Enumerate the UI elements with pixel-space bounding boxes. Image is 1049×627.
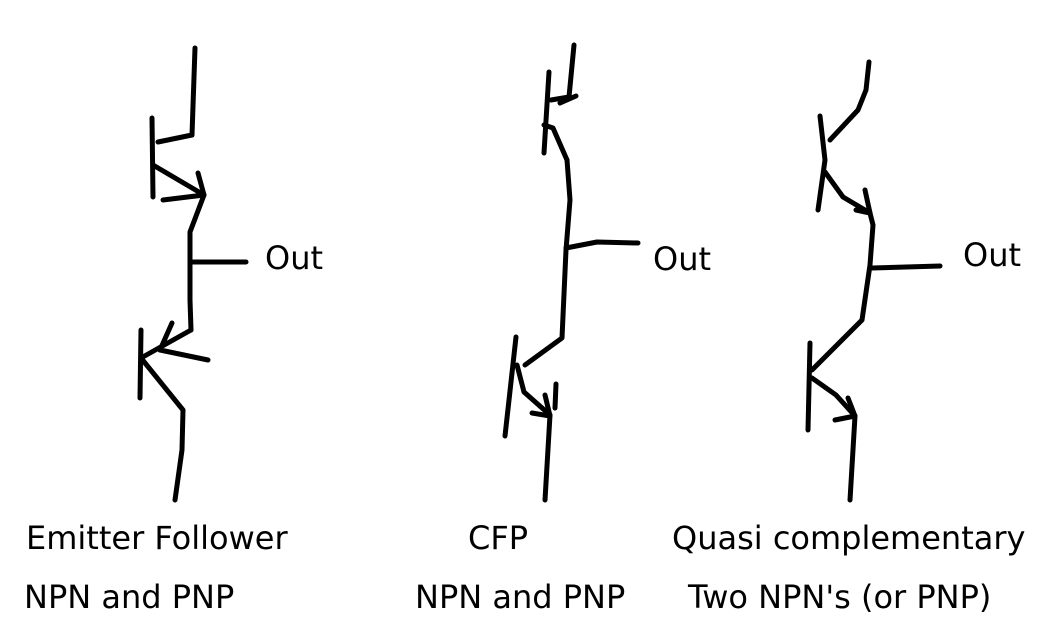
- pnp-transistor-bottom: [137, 320, 211, 503]
- out-label-quasi-complementary: Out: [963, 236, 1022, 274]
- caption-title-quasi-complementary: Quasi complementary: [672, 519, 1026, 557]
- pnp-transistor-bottom: [502, 334, 559, 503]
- output-wire: [563, 239, 641, 251]
- out-label-cfp: Out: [653, 240, 712, 278]
- mid-wire: [187, 192, 207, 333]
- npn-transistor-bottom: [805, 340, 858, 503]
- output-wire: [869, 263, 943, 271]
- caption-subtitle-emitter-follower: NPN and PNP: [24, 578, 235, 616]
- npn-transistor-top: [149, 45, 207, 203]
- npn-transistor-top: [541, 42, 579, 163]
- caption-subtitle-quasi-complementary: Two NPN's (or PNP): [688, 578, 992, 616]
- mid-wire: [809, 210, 876, 373]
- cfp-schematic: [502, 42, 641, 503]
- mid-wire: [522, 157, 573, 368]
- out-label-emitter-follower: Out: [265, 239, 324, 277]
- quasi-complementary-schematic: [805, 59, 943, 503]
- emitter-follower-schematic: [137, 45, 249, 503]
- caption-title-emitter-follower: Emitter Follower: [26, 519, 288, 557]
- npn-transistor-top: [815, 59, 873, 216]
- caption-subtitle-cfp: NPN and PNP: [415, 578, 626, 616]
- caption-title-cfp: CFP: [468, 519, 529, 557]
